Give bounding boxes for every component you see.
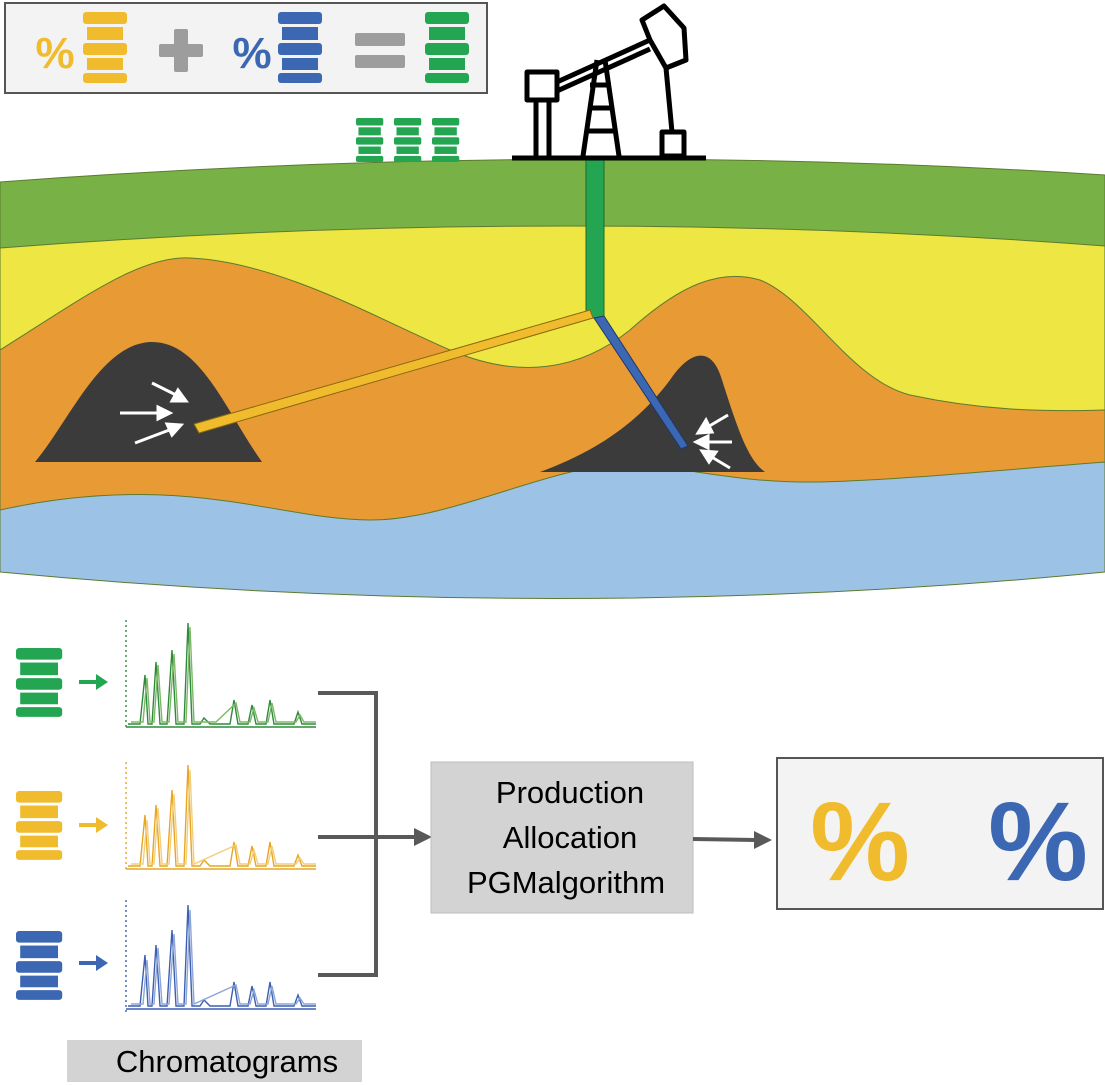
equation-box: % % <box>4 2 488 94</box>
algorithm-box: Production Allocation PGMalgorithm <box>430 761 694 914</box>
algorithm-line-3: PGMalgorithm <box>467 865 665 900</box>
arrow-icon <box>79 955 108 971</box>
arrow-icon <box>79 817 108 833</box>
topsoil-layer <box>0 158 1105 249</box>
arrow-icon <box>414 828 432 846</box>
chromatogram-icon <box>125 900 316 1012</box>
chromatograms-caption: Chromatograms <box>67 1040 362 1082</box>
chromatogram-row-yellow <box>16 762 316 872</box>
barrel-icon <box>356 118 384 163</box>
geology-cross-section <box>0 157 1105 599</box>
blue-wellbore <box>593 315 689 450</box>
equals-icon <box>355 33 405 68</box>
arrow-icon <box>754 831 772 849</box>
barrel-icon <box>432 118 460 163</box>
chromatogram-icon <box>125 620 316 730</box>
percent-blue: % <box>232 29 271 78</box>
barrel-icon <box>16 791 63 860</box>
barrel-icon <box>16 931 63 1000</box>
chromatogram-row-blue <box>16 900 316 1012</box>
chromatograms-label: Chromatograms <box>116 1044 338 1079</box>
algorithm-line-2: Allocation <box>503 820 637 855</box>
vertical-wellbore <box>585 157 605 319</box>
yellow-wellbore <box>193 309 594 434</box>
percent-icon-blue: % <box>988 779 1088 904</box>
bracket-connector <box>318 691 418 977</box>
percent-icon-yellow: % <box>810 779 910 904</box>
plus-icon <box>159 29 203 72</box>
barrel-icon <box>16 648 63 717</box>
result-box: % % <box>776 757 1104 910</box>
chromatogram-row-green <box>16 620 316 730</box>
orange-layer <box>0 257 1105 521</box>
flow-arrows-left <box>120 381 189 445</box>
chromatogram-icon <box>125 762 316 872</box>
surface-barrels <box>356 118 460 163</box>
flow-arrows-right <box>692 413 732 470</box>
algorithm-line-1: Production <box>496 775 644 810</box>
percent-yellow: % <box>35 29 74 78</box>
barrel-icon <box>394 118 422 163</box>
arrow-icon <box>79 674 108 690</box>
reservoir-left <box>35 341 262 462</box>
output-arrow <box>692 831 772 849</box>
pumpjack-icon <box>512 3 706 161</box>
